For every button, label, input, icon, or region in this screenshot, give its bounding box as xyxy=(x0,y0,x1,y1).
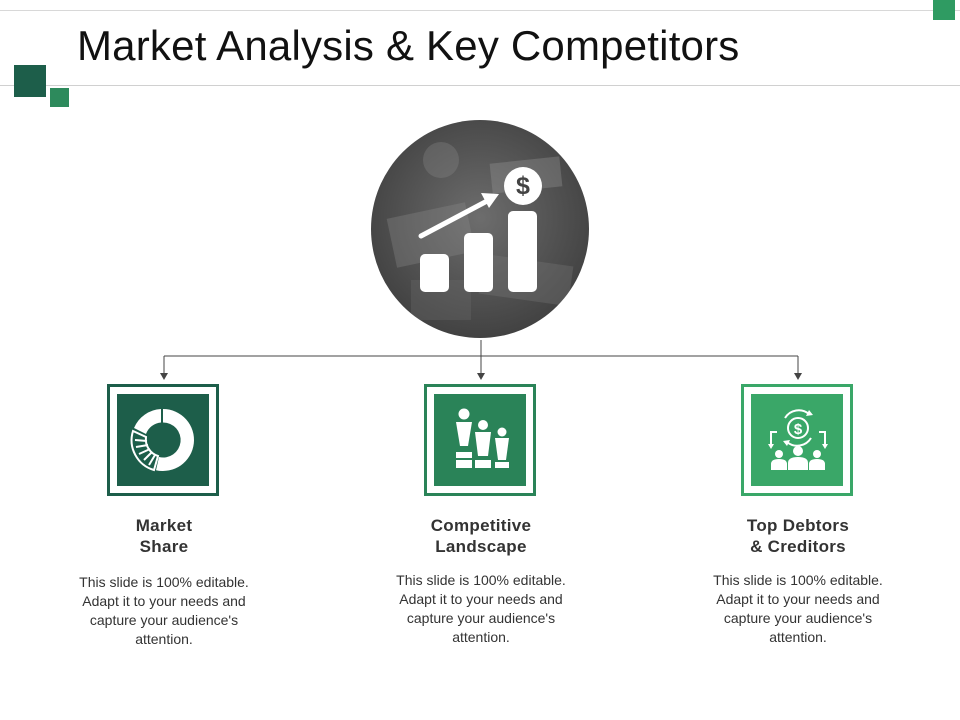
donut-chart-icon xyxy=(130,409,194,472)
arrow-down-icon xyxy=(794,373,802,380)
page-title: Market Analysis & Key Competitors xyxy=(77,22,740,69)
svg-text:$: $ xyxy=(794,421,803,438)
title-accent-large xyxy=(14,65,46,97)
competitive-landscape-heading: Competitive Landscape xyxy=(381,515,581,557)
heading-line: Share xyxy=(139,537,189,556)
dollar-sign-icon: $ xyxy=(516,172,530,200)
title-divider xyxy=(0,85,960,86)
debtors-creditors-heading: Top Debtors & Creditors xyxy=(698,515,898,557)
competitive-landscape-description: This slide is 100% editable. Adapt it to… xyxy=(396,572,566,645)
debtors-creditors-description: This slide is 100% editable. Adapt it to… xyxy=(713,572,883,645)
heading-line: Competitive xyxy=(430,516,532,535)
title-accent-small xyxy=(50,88,69,107)
arrow-down-icon xyxy=(160,373,168,380)
heading-line: Top Debtors xyxy=(746,516,850,535)
debtors-creditors-icon: $ xyxy=(768,409,828,470)
market-share-card xyxy=(107,384,219,496)
heading-line: Landscape xyxy=(435,537,527,556)
bar-chart-growth-dollar-icon xyxy=(418,167,542,292)
arrow-down-icon xyxy=(477,373,485,380)
heading-line: & Creditors xyxy=(750,537,846,556)
heading-line: Market xyxy=(135,516,193,535)
top-divider xyxy=(0,10,960,11)
debtors-creditors-card: $ xyxy=(741,384,853,496)
competitive-landscape-card xyxy=(424,384,536,496)
hero-circle: $ xyxy=(371,120,589,338)
market-share-heading: Market Share xyxy=(64,515,264,557)
market-share-description: This slide is 100% editable. Adapt it to… xyxy=(79,574,249,647)
corner-accent xyxy=(933,0,955,20)
competitors-podium-icon xyxy=(456,408,509,468)
